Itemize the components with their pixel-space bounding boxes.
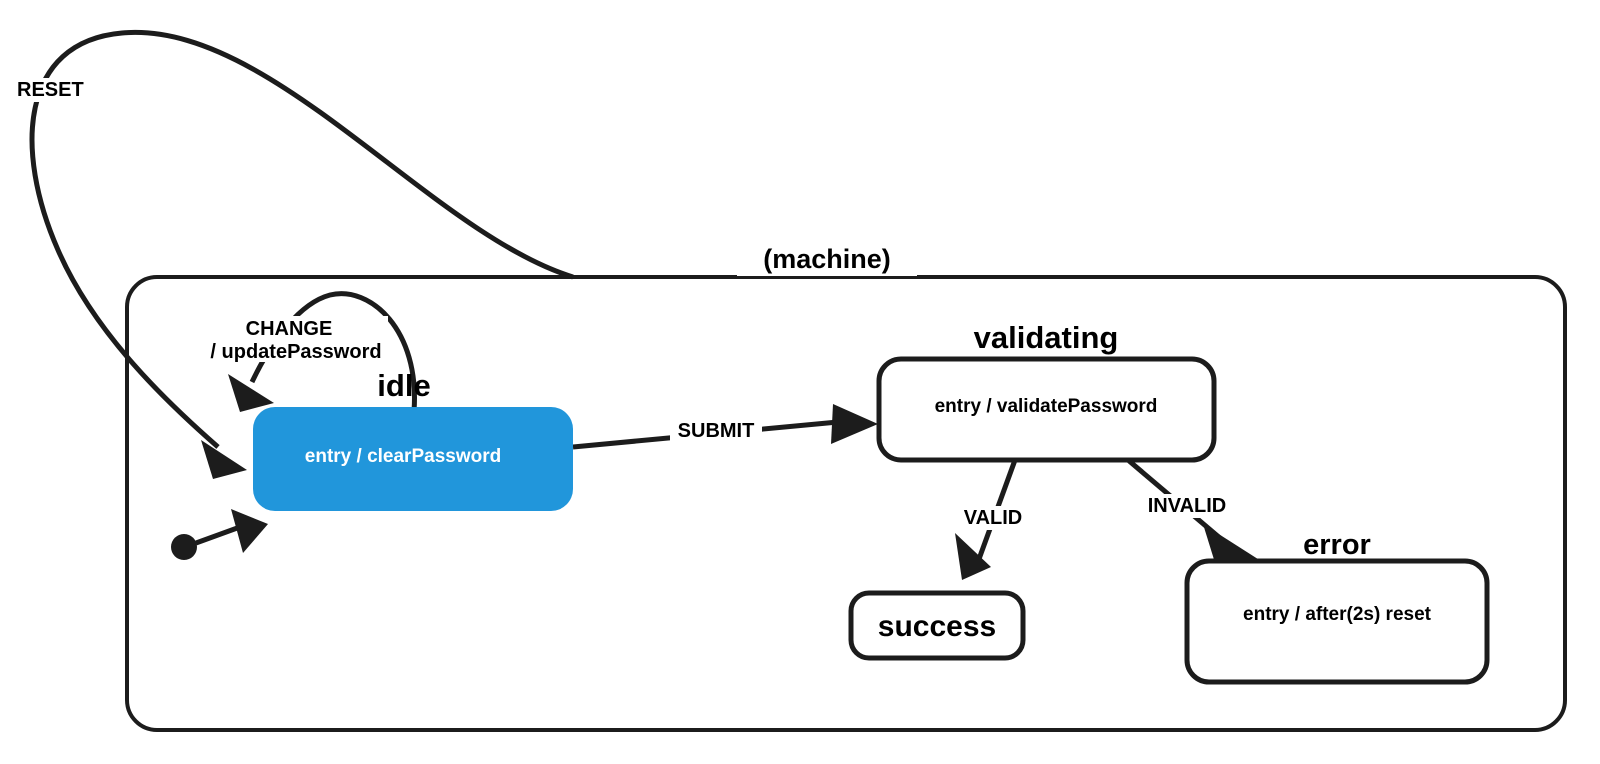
state-box-validating: [876, 356, 1217, 463]
reset-label-backing: [13, 78, 93, 102]
state-entry-action-error: entry / after(2s) reset: [1243, 604, 1432, 625]
state-label-success: success: [878, 610, 996, 643]
change-label-backing: [204, 316, 388, 362]
state-title-error: error: [1303, 529, 1371, 561]
machine-container[interactable]: [125, 275, 1567, 732]
invalid-label-backing: [1139, 494, 1235, 518]
initial-arrowhead: [231, 509, 268, 553]
state-box-error: [1184, 558, 1490, 685]
transition-reset[interactable]: RESET: [13, 30, 574, 479]
state-entry-action-validating: entry / validatePassword: [935, 396, 1158, 417]
valid-label-backing: [957, 506, 1029, 530]
transition-label-invalid: INVALID: [1148, 495, 1227, 517]
reset-arrowhead: [201, 440, 247, 479]
state-node-group: idle entry / clearPassword validating entry…: [253, 320, 1490, 685]
transition-label-reset: RESET: [17, 79, 84, 101]
change-arrowhead: [228, 374, 274, 412]
transition-label-change-action: / updatePassword: [210, 341, 381, 363]
reset-edge-path: [29, 30, 574, 449]
state-title-idle: idle: [377, 368, 430, 403]
transition-valid[interactable]: VALID: [955, 459, 1029, 580]
transition-label-change-event: CHANGE: [246, 318, 333, 340]
invalid-arrowhead: [1203, 524, 1261, 566]
state-node-success[interactable]: success: [848, 590, 1026, 661]
state-node-idle[interactable]: idle entry / clearPassword: [253, 368, 573, 511]
state-entry-action-idle: entry / clearPassword: [305, 446, 501, 467]
submit-arrowhead: [831, 404, 878, 444]
state-box-idle: [253, 407, 573, 511]
transition-invalid[interactable]: INVALID: [1126, 458, 1261, 566]
transition-label-valid: VALID: [964, 507, 1023, 529]
state-node-error[interactable]: error entry / after(2s) reset: [1184, 529, 1490, 685]
submit-label-backing: [670, 419, 762, 443]
machine-title-backing: [737, 240, 917, 276]
initial-edge-path: [195, 524, 241, 546]
state-node-validating[interactable]: validating entry / validatePassword: [876, 320, 1217, 463]
valid-arrowhead: [955, 533, 991, 580]
transition-change[interactable]: CHANGE / updatePassword: [204, 291, 417, 412]
transition-label-submit: SUBMIT: [678, 420, 755, 442]
state-box-success: [848, 590, 1026, 661]
initial-state-dot: [171, 534, 197, 560]
initial-state-marker[interactable]: [171, 509, 268, 560]
transition-submit[interactable]: SUBMIT: [572, 404, 878, 450]
state-title-validating: validating: [974, 320, 1119, 355]
machine-title: (machine): [763, 244, 891, 274]
